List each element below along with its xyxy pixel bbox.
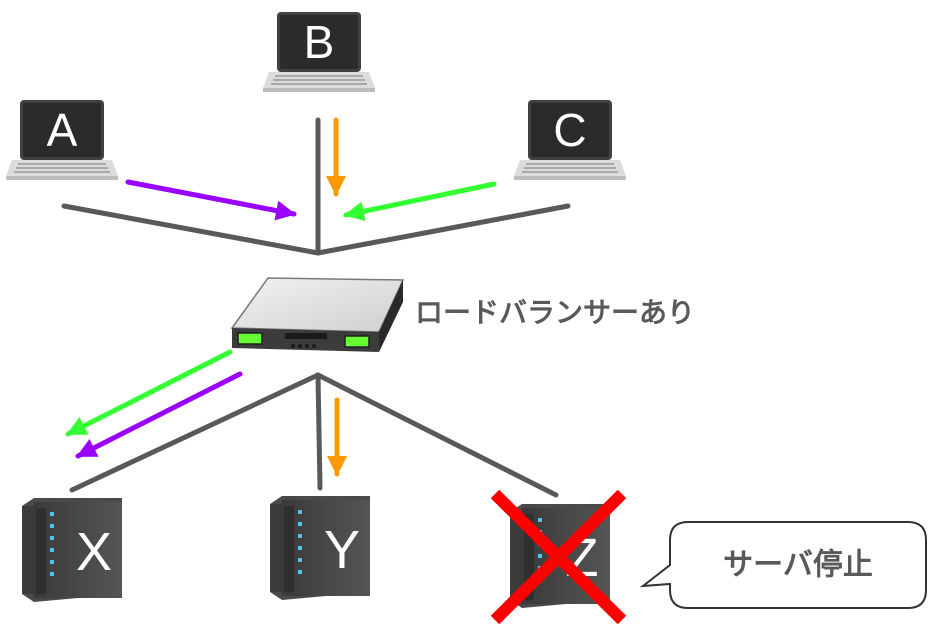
link-client-a <box>61 203 321 256</box>
server-links <box>69 372 559 498</box>
client-a-label: A <box>47 104 78 156</box>
client-c: C <box>514 100 626 180</box>
server-y-label: Y <box>324 520 360 580</box>
callout-text: サーバ停止 <box>723 548 873 583</box>
client-c-label: C <box>553 104 586 156</box>
arrow-client-a-in <box>125 179 297 221</box>
server-stopped-callout: サーバ停止 <box>639 521 927 609</box>
server-y: Y <box>270 496 370 600</box>
link-server-z <box>315 372 559 498</box>
arrow-to-server-x-purple <box>75 371 243 459</box>
stop-cross-icon <box>490 489 627 625</box>
client-links <box>61 117 571 256</box>
load-balancer-label: ロードバランサーあり <box>415 296 695 329</box>
load-balancer: ロードバランサーあり <box>230 277 695 352</box>
server-x-label: X <box>76 522 112 582</box>
arrow-client-c-in <box>343 181 497 222</box>
client-a: A <box>6 100 118 180</box>
client-b-label: B <box>304 16 335 68</box>
client-b: B <box>263 12 375 92</box>
link-server-x <box>69 372 321 493</box>
load-balancer-icon <box>230 277 405 352</box>
link-server-y <box>315 372 323 491</box>
server-x: X <box>22 498 122 602</box>
traffic-arrows <box>65 117 497 477</box>
link-client-c <box>315 203 571 256</box>
arrow-to-server-x-green <box>65 349 233 437</box>
